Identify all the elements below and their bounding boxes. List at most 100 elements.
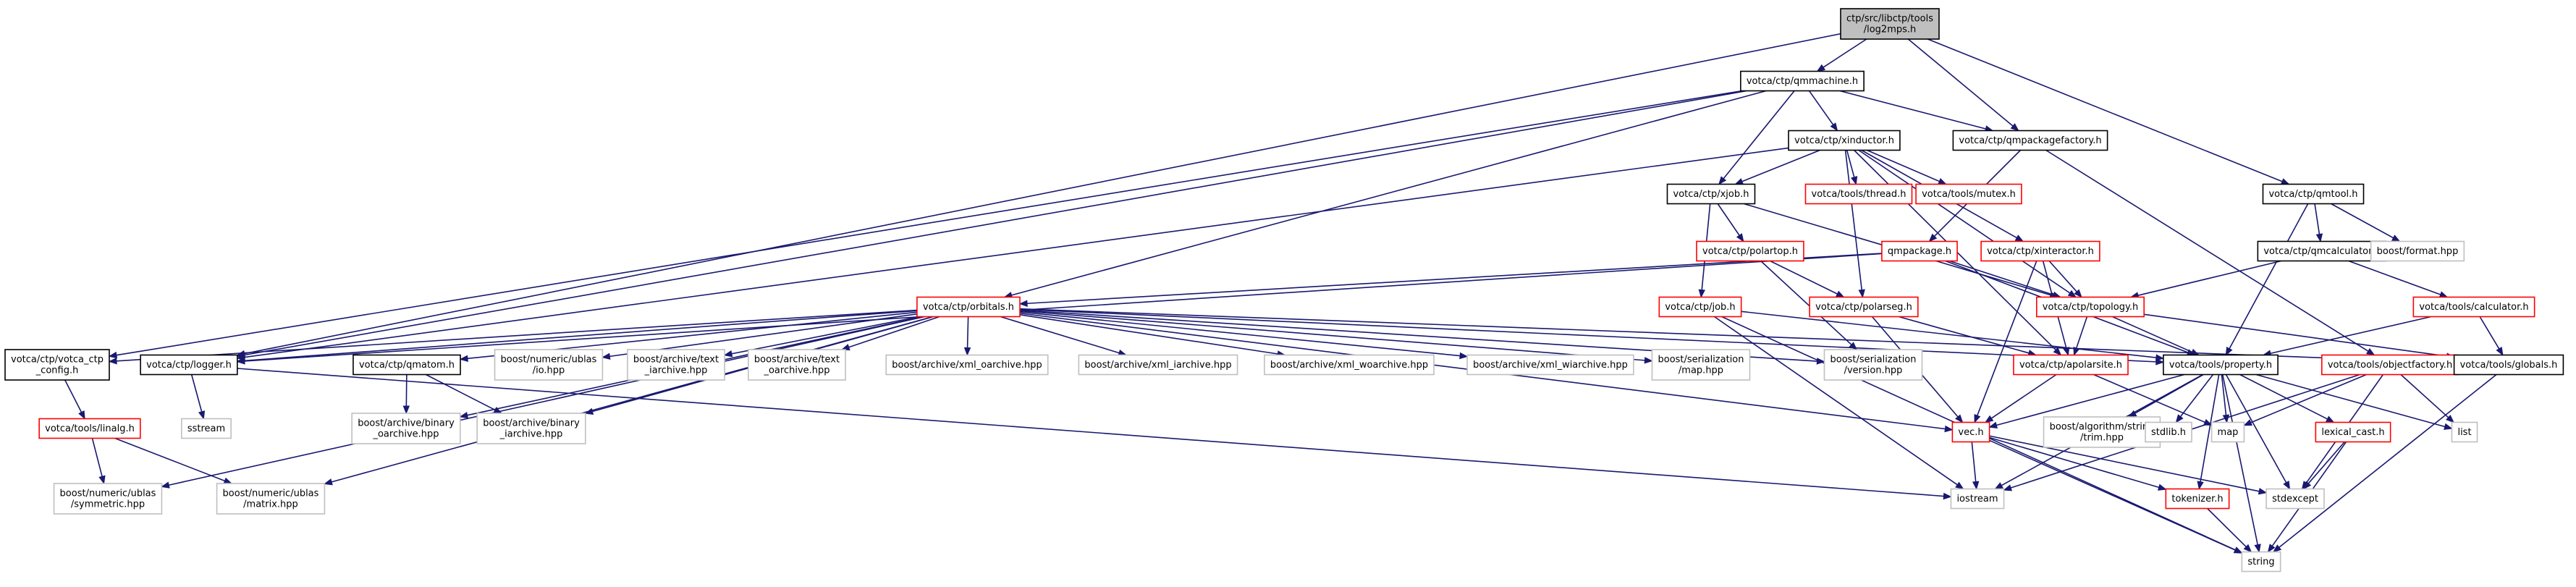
arrowhead — [2365, 347, 2376, 356]
edge-orbitals-to-text-iarchive — [723, 316, 919, 358]
edge-xinductor-to-polarseg — [1844, 150, 1865, 298]
node-logger[interactable]: votca/ctp/logger.h — [140, 354, 238, 376]
arrowhead — [1018, 300, 1028, 307]
node-qmmachine[interactable]: votca/ctp/qmmachine.h — [1740, 70, 1865, 92]
node-label: boost/numeric/ublas — [223, 489, 319, 499]
node-root[interactable]: ctp/src/libctp/tools/log2mps.h — [1840, 8, 1940, 40]
node-polarseg[interactable]: votca/ctp/polarseg.h — [1809, 296, 1919, 318]
node-binary-iarchive: boost/archive/binary_iarchive.hpp — [476, 413, 586, 444]
node-property[interactable]: votca/tools/property.h — [2163, 354, 2279, 376]
node-thread[interactable]: votca/tools/thread.h — [1804, 183, 1913, 205]
node-box — [627, 349, 725, 381]
node-xinductor[interactable]: votca/ctp/xinductor.h — [1788, 130, 1901, 151]
node-label: /symmetric.hpp — [71, 499, 145, 510]
edge-property-to-lexical-cast — [2239, 373, 2335, 423]
node-label: _iarchive.hpp — [499, 429, 563, 440]
node-label: /version.hpp — [1844, 366, 1903, 376]
node-label: boost/serialization — [1830, 355, 1916, 366]
node-votca-config[interactable]: votca/ctp/votca_ctp_config.h — [4, 349, 110, 381]
node-qmpackage[interactable]: qmpackage.h — [1881, 240, 1958, 262]
edge-orbitals-to-serialization-map — [1019, 310, 1653, 364]
node-apolarsite[interactable]: votca/ctp/apolarsite.h — [2013, 354, 2129, 376]
node-box — [2165, 488, 2230, 510]
node-label: boost/archive/xml_oarchive.hpp — [892, 360, 1042, 371]
arrowhead — [2438, 291, 2449, 298]
arrowhead — [1988, 421, 1998, 428]
node-label: votca/ctp/qmmachine.h — [1747, 76, 1858, 87]
node-iostream: iostream — [1950, 488, 2005, 510]
edge-root-to-qmtool — [1927, 38, 2290, 185]
node-qmcalculator[interactable]: votca/ctp/qmcalculator.h — [2257, 240, 2387, 262]
node-label: _oarchive.hpp — [372, 429, 439, 440]
node-lexical-cast[interactable]: lexical_cast.h — [2315, 421, 2391, 443]
arrowhead — [1459, 352, 1469, 360]
arrowhead — [1944, 425, 1954, 433]
edge-qmpackage-to-topology — [1949, 260, 2061, 298]
node-stdlib: stdlib.h — [2145, 421, 2192, 443]
arrowhead — [2302, 481, 2312, 490]
node-orbitals[interactable]: votca/ctp/orbitals.h — [916, 296, 1021, 318]
edge-vec-to-string — [1989, 439, 2243, 554]
node-vec[interactable]: vec.h — [1951, 421, 1990, 443]
node-calculator[interactable]: votca/tools/calculator.h — [2412, 296, 2535, 318]
arrowhead — [2053, 347, 2062, 356]
arrowhead — [1858, 289, 1865, 298]
node-box — [1666, 183, 1756, 205]
node-label: /log2mps.h — [1864, 25, 1917, 35]
arrowhead — [2197, 481, 2204, 490]
node-globals[interactable]: votca/tools/globals.h — [2453, 354, 2564, 376]
node-linalg[interactable]: votca/tools/linalg.h — [38, 418, 141, 439]
node-format: boost/format.hpp — [2370, 240, 2465, 262]
edge-orbitals-to-matrix — [324, 316, 934, 486]
node-qmpackagefactory[interactable]: votca/ctp/qmpackagefactory.h — [1952, 130, 2108, 151]
arrowhead — [108, 358, 117, 365]
arrowhead — [2157, 483, 2167, 491]
node-label: /io.hpp — [533, 366, 565, 376]
edge-qmmachine-to-votca-config — [108, 90, 1743, 359]
node-string: string — [2241, 551, 2281, 573]
node-mutex[interactable]: votca/tools/mutex.h — [1915, 183, 2022, 205]
edge-xinductor-to-logger — [236, 147, 1789, 361]
arrowhead — [2243, 544, 2252, 553]
node-topology[interactable]: votca/ctp/topology.h — [2035, 296, 2145, 318]
node-polartop[interactable]: votca/ctp/polartop.h — [1696, 240, 1804, 262]
node-objectfactory[interactable]: votca/tools/objectfactory.h — [2321, 354, 2459, 376]
node-xjob[interactable]: votca/ctp/xjob.h — [1666, 183, 1756, 205]
node-job[interactable]: votca/ctp/job.h — [1658, 296, 1742, 318]
node-box — [351, 413, 461, 444]
edge-qmatom-to-binary-oarchive — [402, 374, 410, 415]
node-label: _config.h — [35, 366, 79, 376]
node-trim: boost/algorithm/string/trim.hpp — [2043, 416, 2161, 448]
node-box — [38, 418, 141, 439]
edges-layer — [64, 33, 2504, 554]
node-symmetric: boost/numeric/ublas/symmetric.hpp — [53, 483, 163, 515]
arrowhead — [2233, 546, 2243, 554]
edge-qmatom-to-binary-iarchive — [426, 373, 503, 414]
node-box — [1809, 296, 1919, 318]
edge-linalg-to-symmetric — [91, 438, 106, 485]
edge-apolarsite-to-vec — [1984, 373, 2057, 423]
node-xinteractor[interactable]: votca/ctp/xinteractor.h — [1980, 240, 2100, 262]
node-label: votca/tools/globals.h — [2460, 360, 2558, 371]
node-box — [2163, 354, 2279, 376]
node-label: boost/algorithm/string — [2050, 422, 2155, 433]
node-qmatom[interactable]: votca/ctp/qmatom.h — [352, 354, 461, 376]
node-label: votca/ctp/qmpackagefactory.h — [1959, 135, 2101, 146]
edge-qmpackage-to-logger — [236, 253, 1882, 365]
edge-qmtool-to-qmcalculator — [2314, 203, 2323, 242]
node-label: boost/numeric/ublas — [501, 355, 597, 366]
node-list: list — [2451, 421, 2478, 443]
edge-objectfactory-to-list — [2400, 373, 2455, 423]
node-box — [1264, 354, 1435, 376]
edge-property-to-string — [2221, 374, 2261, 553]
node-qmtool[interactable]: votca/ctp/qmtool.h — [2262, 183, 2365, 205]
node-tokenizer[interactable]: tokenizer.h — [2165, 488, 2230, 510]
arrowhead — [1928, 233, 1938, 242]
edge-job-to-iostream — [1714, 316, 1964, 490]
arrowhead — [1994, 482, 2004, 490]
arrowhead — [2014, 235, 2024, 242]
arrowhead — [236, 357, 245, 364]
edge-qmpackage-to-orbitals — [1018, 253, 1882, 307]
node-label: votca/tools/mutex.h — [1922, 189, 2016, 200]
node-box — [53, 483, 163, 515]
